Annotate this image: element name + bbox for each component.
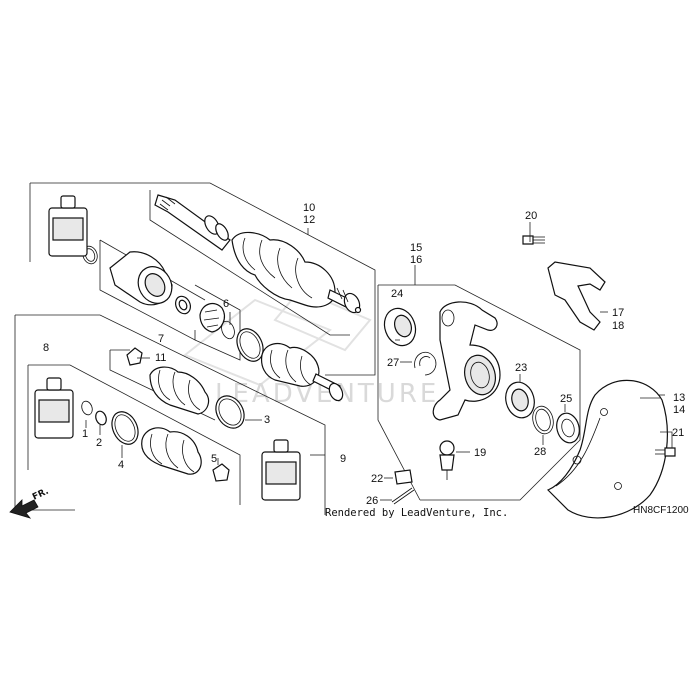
- diagram-code: HN8CF1200: [633, 505, 689, 516]
- grease-bottle-icon: [261, 439, 301, 501]
- front-arrow-icon: FR.: [9, 487, 50, 519]
- part-number-6: 6: [223, 298, 229, 310]
- part-number-19: 19: [474, 447, 486, 459]
- part-number-12: 12: [303, 214, 315, 226]
- part-number-8: 8: [43, 342, 49, 354]
- part-number-1: 1: [82, 428, 88, 440]
- part-number-27: 27: [387, 357, 399, 369]
- part-labels: 10 12 15 16 20 6 24 17 18 7 8 11 27 23 1…: [43, 202, 685, 507]
- part-number-28: 28: [534, 446, 546, 458]
- knuckle-assembly: [383, 301, 580, 505]
- part-number-9: 9: [340, 453, 346, 465]
- part-number-14: 14: [673, 404, 685, 416]
- part-number-10: 10: [303, 202, 315, 214]
- part-number-13: 13: [673, 392, 685, 404]
- part-number-17: 17: [612, 307, 624, 319]
- part-number-2: 2: [96, 437, 102, 449]
- drive-shaft-assembly: [154, 194, 362, 314]
- grease-bottle-icon: [48, 195, 88, 257]
- part-number-26: 26: [366, 495, 378, 507]
- part-number-7: 7: [158, 333, 164, 345]
- part-number-23: 23: [515, 362, 527, 374]
- part-number-21: 21: [672, 427, 684, 439]
- group-frames: [14, 182, 665, 515]
- part-number-15: 15: [410, 242, 422, 254]
- part-number-18: 18: [612, 320, 624, 332]
- brake-bracket: [522, 235, 606, 331]
- part-number-5: 5: [211, 453, 217, 465]
- outer-joint-parts: [82, 245, 344, 402]
- front-indicator-label: FR.: [31, 487, 50, 503]
- leader-lines: [85, 222, 673, 501]
- part-number-25: 25: [560, 393, 572, 405]
- grease-bottle-icon: [34, 377, 74, 439]
- part-number-3: 3: [264, 414, 270, 426]
- part-number-4: 4: [118, 459, 124, 471]
- grease-bottles: [34, 195, 301, 501]
- part-number-22: 22: [371, 473, 383, 485]
- brake-disc-guard: [546, 379, 676, 519]
- part-number-16: 16: [410, 254, 422, 266]
- part-number-11: 11: [155, 352, 166, 364]
- part-number-24: 24: [391, 288, 403, 300]
- render-credit: Rendered by LeadVenture, Inc.: [325, 507, 508, 519]
- boot-kit-parts: [81, 347, 245, 482]
- part-number-20: 20: [525, 210, 537, 222]
